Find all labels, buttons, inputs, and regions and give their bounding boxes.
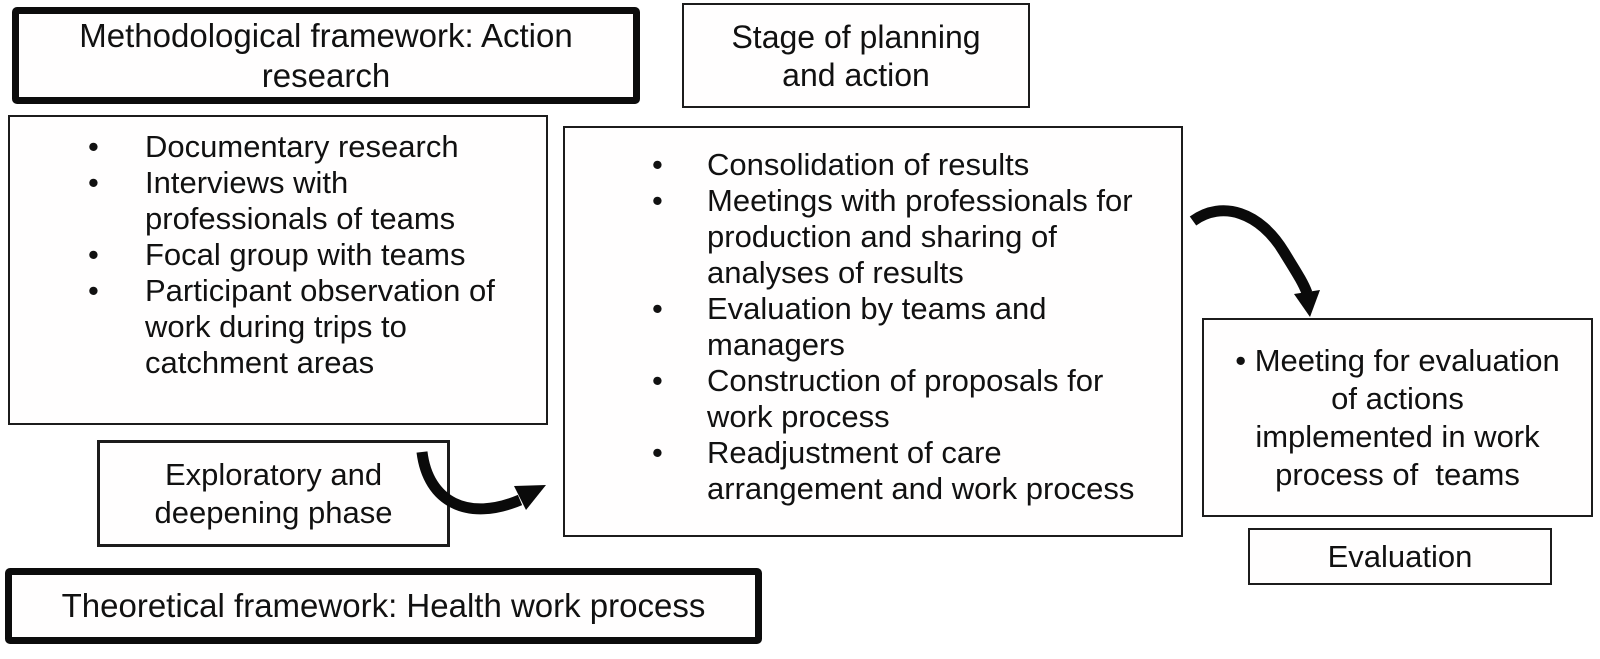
- bullet-icon: •: [88, 165, 99, 200]
- list-item-line: catchment areas: [145, 345, 375, 380]
- bullet-icon: •: [652, 183, 663, 218]
- list-item-line: managers: [707, 327, 845, 362]
- list-item: • Documentary research: [88, 129, 540, 165]
- list-item-line: Evaluation by teams and: [707, 291, 1047, 326]
- list-item: • Focal group with teams: [88, 237, 540, 273]
- evaluation-meeting-line: • Meeting for evaluation: [1235, 342, 1560, 378]
- list-item-line: professionals of teams: [145, 201, 456, 236]
- exploratory-phase-line: deepening phase: [154, 494, 393, 530]
- evaluation-meeting-line: implemented in work: [1255, 418, 1540, 454]
- evaluation-meeting-box: • Meeting for evaluation of actions impl…: [1202, 318, 1593, 517]
- list-item-line: Documentary research: [145, 129, 459, 164]
- list-item: • Interviews with professionals of teams: [88, 165, 540, 237]
- list-item: • Construction of proposals for work pro…: [652, 363, 1175, 435]
- theoretical-framework-line: Theoretical framework: Health work proce…: [61, 587, 706, 624]
- list-item: • Readjustment of care arrangement and w…: [652, 435, 1175, 507]
- stage-of-planning-line: and action: [782, 56, 930, 93]
- list-item-line: Participant observation of: [145, 273, 495, 308]
- bullet-icon: •: [88, 273, 99, 308]
- theoretical-framework-box: Theoretical framework: Health work proce…: [5, 568, 762, 644]
- evaluation-box: Evaluation: [1248, 528, 1552, 585]
- list-item-line: Consolidation of results: [707, 147, 1030, 182]
- stage-of-planning-box: Stage of planning and action: [682, 3, 1030, 108]
- stage-of-planning-line: Stage of planning: [731, 18, 981, 55]
- list-item-line: Construction of proposals for: [707, 363, 1104, 398]
- exploratory-methods-box: • Documentary research • Interviews with…: [8, 115, 548, 425]
- evaluation-meeting-line: of actions: [1331, 380, 1464, 416]
- bullet-icon: •: [88, 129, 99, 164]
- list-item-line: Interviews with: [145, 165, 349, 200]
- methodological-framework-line: research: [261, 56, 391, 94]
- evaluation-line: Evaluation: [1327, 538, 1473, 574]
- bullet-icon: •: [652, 147, 663, 182]
- methodological-framework-line: Methodological framework: Action: [79, 16, 573, 54]
- evaluation-meeting-line: process of teams: [1275, 456, 1520, 492]
- list-item-line: analyses of results: [707, 255, 964, 290]
- bullet-icon: •: [652, 363, 663, 398]
- list-item-line: production and sharing of: [707, 219, 1057, 254]
- planning-actions-box: • Consolidation of results • Meetings wi…: [563, 126, 1183, 537]
- list-item: • Consolidation of results: [652, 147, 1175, 183]
- list-item-line: Focal group with teams: [145, 237, 466, 272]
- list-item-line: arrangement and work process: [707, 471, 1135, 506]
- list-item: • Participant observation of work during…: [88, 273, 540, 381]
- bullet-icon: •: [652, 291, 663, 326]
- list-item: • Meetings with professionals for produc…: [652, 183, 1175, 291]
- exploratory-phase-line: Exploratory and: [164, 456, 383, 492]
- bullet-icon: •: [88, 237, 99, 272]
- curved-arrow-planning-to-evaluation: [1189, 205, 1320, 317]
- list-item-line: work during trips to: [145, 309, 407, 344]
- exploratory-phase-box: Exploratory and deepening phase: [97, 440, 450, 547]
- list-item-line: work process: [707, 399, 890, 434]
- list-item-line: Readjustment of care: [707, 435, 1002, 470]
- bullet-icon: •: [652, 435, 663, 470]
- list-item: • Evaluation by teams and managers: [652, 291, 1175, 363]
- methodological-framework-box: Methodological framework: Action researc…: [12, 7, 640, 104]
- list-item-line: Meetings with professionals for: [707, 183, 1133, 218]
